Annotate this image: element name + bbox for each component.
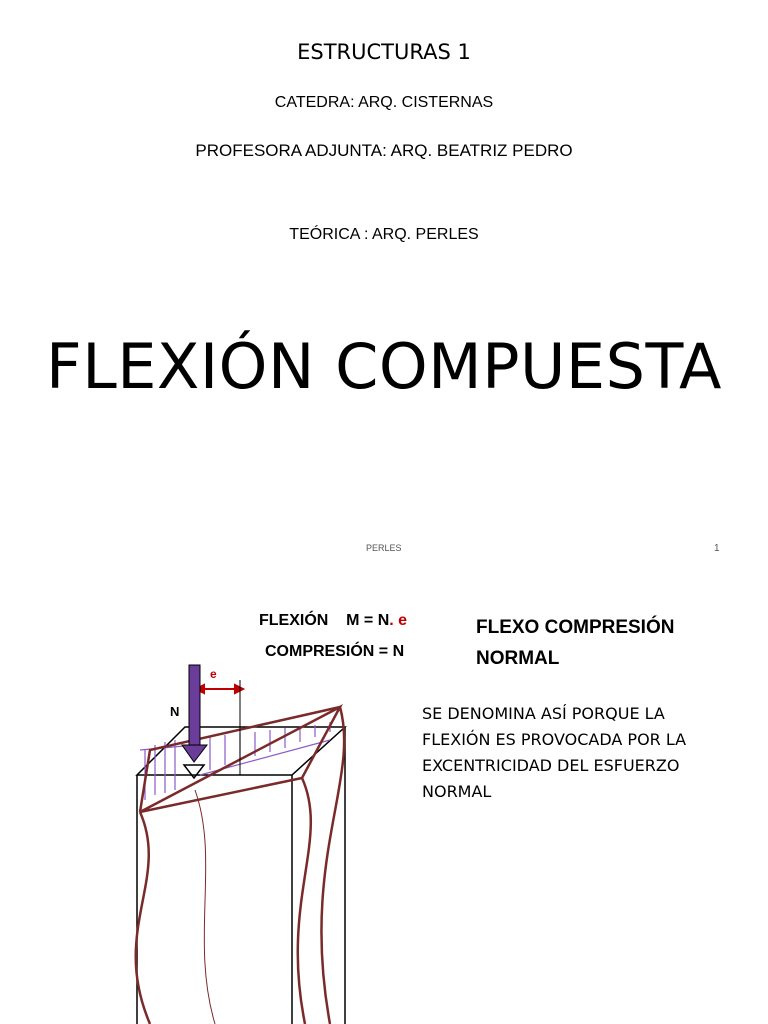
label-n: N: [170, 704, 180, 719]
load-arrow: [181, 664, 209, 780]
column-top-face: [135, 726, 347, 776]
page-number: 1: [714, 543, 720, 554]
chair-line: CATEDRA: ARQ. CISTERNAS: [274, 94, 494, 111]
neutral-axis-line: [194, 789, 216, 1024]
main-title: FLEXIÓN COMPUESTA: [46, 330, 722, 403]
theory-line: TEÓRICA : ARQ. PERLES: [289, 226, 479, 243]
flexion-label: FLEXIÓN: [259, 612, 329, 629]
flexion-equation: FLEXIÓN M = N. e: [259, 612, 407, 630]
compression-equation: COMPRESIÓN = N: [265, 643, 405, 660]
formula-dot: .: [389, 612, 394, 629]
course-title: ESTRUCTURAS 1: [297, 40, 471, 64]
formula-eccentricity: e: [393, 612, 408, 629]
description-text: SE DENOMINA ASÍ PORQUE LA FLEXIÓN ES PRO…: [422, 704, 687, 801]
eccentricity-arrow: [193, 683, 246, 695]
flexion-formula: M = N: [346, 612, 390, 629]
associate-professor-line: PROFESORA ADJUNTA: ARQ. BEATRIZ PEDRO: [195, 141, 573, 160]
label-e: e: [210, 667, 217, 681]
section-title: FLEXO COMPRESIÓN NORMAL: [476, 617, 675, 669]
footer-name: PERLES: [366, 543, 402, 553]
deformed-column-curve: [134, 704, 346, 1024]
